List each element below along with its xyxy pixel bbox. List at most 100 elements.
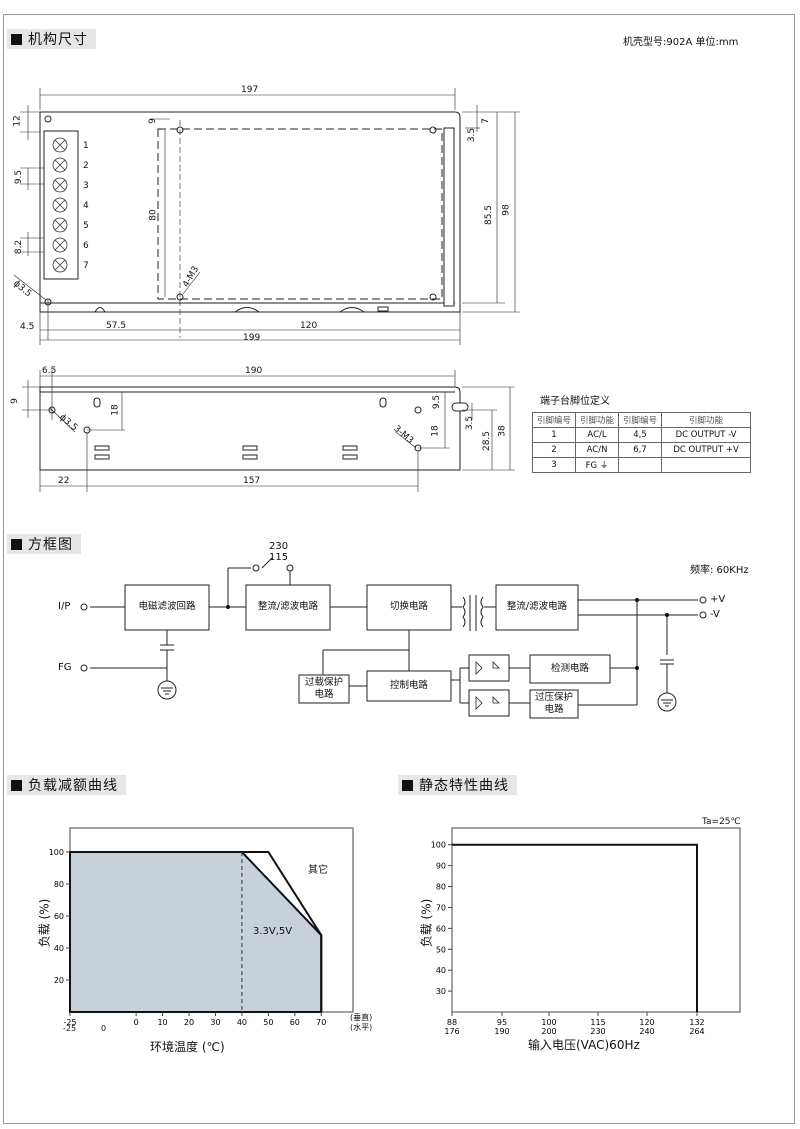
dim-label: 6.5 — [42, 366, 57, 376]
case-info: 机壳型号:902A 单位:mm — [623, 37, 739, 48]
x-tick-label: 132 — [689, 1018, 704, 1027]
section-title: 负载减额曲线 — [28, 778, 118, 794]
vplus-terminal — [699, 596, 707, 604]
square-bullet-icon — [402, 779, 413, 791]
series-line-others — [70, 851, 323, 1012]
pin-number: 5 — [83, 221, 89, 231]
dim-label: 190 — [245, 366, 263, 376]
x-tick-label-alt: 176 — [444, 1027, 459, 1036]
y-tick-label: 60 — [436, 924, 446, 933]
x-tick-label: 95 — [497, 1018, 507, 1027]
plot-frame — [451, 827, 741, 1013]
section-header-block-diagram: 方框图 — [7, 534, 81, 554]
square-bullet-icon — [11, 538, 22, 550]
ip-label: I/P — [58, 601, 71, 612]
x-tick-label: 70 — [316, 1018, 326, 1027]
fg-terminal — [80, 664, 88, 672]
vminus-label: -V — [710, 609, 720, 620]
section-title: 机构尺寸 — [28, 32, 88, 48]
vminus-terminal — [699, 611, 707, 619]
table-cell: 6,7 — [618, 442, 663, 458]
x-tick-label: 60 — [290, 1018, 300, 1027]
overload-box — [298, 674, 350, 704]
ovp-label: 过压保护电路 — [534, 692, 573, 715]
overload-protection-label: 过载保护电路 — [304, 677, 343, 700]
series-line-load — [452, 843, 698, 1012]
x-tick-label: 20 — [184, 1018, 194, 1027]
pin-number: 3 — [83, 181, 89, 191]
dim-label: 157 — [243, 476, 261, 486]
side-view — [22, 370, 515, 492]
series-label-others: 其它 — [308, 865, 328, 876]
axis-note-horizontal: (水平) — [350, 1023, 373, 1032]
y-tick-label: 40 — [54, 944, 64, 953]
dim-label: 4.5 — [20, 322, 35, 332]
dim-label: 120 — [300, 321, 318, 331]
x-tick-label-alt: 230 — [590, 1027, 605, 1036]
terminal-block — [43, 130, 79, 280]
series-label-3v3-5v: 3.3V,5V — [253, 926, 293, 937]
mounting-area — [157, 128, 443, 300]
x-axis-title: 环境温度 (℃) — [150, 1040, 225, 1054]
y-tick-label: 30 — [436, 987, 446, 996]
ground-icon — [657, 692, 677, 712]
pin-number: 7 — [83, 261, 89, 271]
y-tick-label: 50 — [436, 945, 446, 954]
pin-number: 6 — [83, 241, 89, 251]
y-tick-label: 80 — [54, 880, 64, 889]
detection-circuit-label: 检测电路 — [550, 663, 589, 674]
section-header-mechanical: 机构尺寸 — [7, 29, 96, 49]
pin-table-title: 端子台脚位定义 — [540, 396, 610, 407]
ambient-annotation: Ta=25℃ — [702, 817, 741, 827]
y-tick-label: 100 — [49, 848, 64, 857]
fg-label: FG — [58, 662, 72, 673]
x-tick-label: 10 — [157, 1018, 167, 1027]
rectifier-2-label: 整流/滤波电路 — [506, 601, 568, 612]
x-axis-title: 输入电压(VAC)60Hz — [528, 1038, 640, 1052]
switch-115-label: 115 — [269, 552, 289, 563]
switching-frequency: 频率: 60KHz — [690, 565, 749, 576]
detect-box — [529, 654, 611, 684]
pin-number: 2 — [83, 161, 89, 171]
series-area-3v3-5v — [69, 851, 323, 1013]
vplus-label: +V — [710, 594, 726, 605]
table-row: 3 FG ⏚ — [531, 457, 752, 473]
section-title: 静态特性曲线 — [419, 778, 509, 794]
ovp-box — [529, 689, 579, 719]
y-axis-title: 负载 (%) — [419, 898, 434, 948]
x-tick-label: 30 — [210, 1018, 220, 1027]
rectifier-1-label: 整流/滤波电路 — [257, 601, 319, 612]
y-tick-label: 20 — [54, 976, 64, 985]
terminal-screws — [52, 137, 68, 273]
x-tick-second: -25 — [63, 1024, 77, 1033]
y-tick-label: 80 — [436, 883, 446, 892]
ground-icon — [157, 680, 177, 700]
control-circuit-label: 控制电路 — [389, 680, 428, 691]
x-tick-label-alt: 240 — [639, 1027, 654, 1036]
x-tick-label: 50 — [263, 1018, 273, 1027]
dim-label: 199 — [243, 333, 261, 343]
x-tick-label: 40 — [237, 1018, 247, 1027]
table-cell: 3 — [531, 457, 577, 473]
y-tick-label: 60 — [54, 912, 64, 921]
x-tick-label-alt: 264 — [689, 1027, 704, 1036]
ip-terminal — [80, 603, 88, 611]
switching-circuit-label: 切换电路 — [389, 601, 428, 612]
section-title: 方框图 — [28, 537, 73, 553]
switch-230-label: 230 — [269, 541, 289, 552]
dim-label: 22 — [58, 476, 70, 486]
table-cell — [661, 457, 752, 473]
y-tick-label: 40 — [436, 966, 446, 975]
x-tick-label: 115 — [590, 1018, 605, 1027]
dim-label: 197 — [241, 85, 259, 95]
x-tick-label: 120 — [639, 1018, 654, 1027]
dim-label: 57.5 — [106, 321, 127, 331]
y-tick-label: 100 — [431, 841, 446, 850]
x-tick-label: 0 — [134, 1018, 139, 1027]
page-frame — [3, 14, 795, 1124]
square-bullet-icon — [11, 33, 22, 45]
